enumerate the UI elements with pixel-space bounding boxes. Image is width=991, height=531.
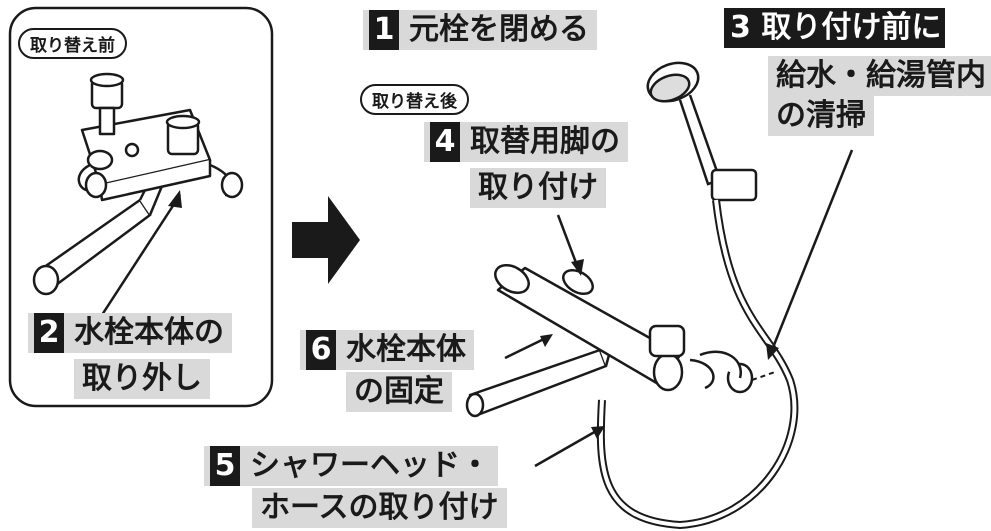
before-tag: 取り替え前 bbox=[18, 28, 127, 59]
pointer-step-3 bbox=[770, 149, 854, 351]
step-6-line2: の固定 bbox=[346, 372, 452, 412]
step-2-line2: 取り外し bbox=[74, 359, 210, 399]
step-3-line2: 給水・給湯管内 bbox=[768, 56, 991, 96]
shower-head bbox=[646, 61, 758, 202]
pointer-step-4 bbox=[556, 214, 580, 269]
step-4-line2: 取り付け bbox=[470, 168, 606, 208]
step-4-number: 4 bbox=[430, 122, 460, 162]
new-faucet bbox=[465, 264, 754, 418]
step-5-line2: ホースの取り付け bbox=[252, 488, 507, 528]
step-3-label: 3 取り付け前に bbox=[724, 8, 946, 48]
pointer-step-6 bbox=[504, 336, 547, 360]
right-arrow-icon bbox=[292, 196, 360, 284]
step-2-number: 2 bbox=[34, 313, 64, 353]
step-6-number: 6 bbox=[306, 330, 336, 370]
pointer-step-2 bbox=[98, 194, 182, 319]
step-5-number: 5 bbox=[210, 446, 240, 486]
old-faucet bbox=[32, 72, 244, 296]
step-3-line3: の清掃 bbox=[768, 96, 874, 136]
pointer-step-5 bbox=[534, 428, 599, 468]
step-1-number: 1 bbox=[369, 10, 399, 50]
after-tag: 取り替え後 bbox=[360, 84, 469, 115]
step-3-number: 3 bbox=[730, 10, 751, 45]
